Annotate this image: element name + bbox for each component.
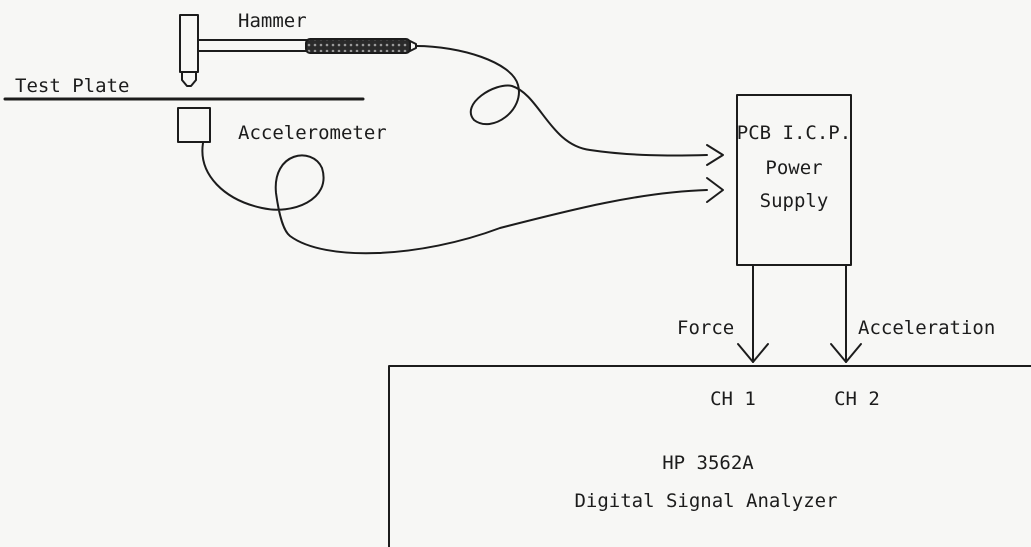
hammer-head <box>179 14 199 73</box>
test-plate-label: Test Plate <box>15 75 129 97</box>
hammer-tip <box>181 71 197 87</box>
analyzer-name-label: Digital Signal Analyzer <box>574 490 837 512</box>
accelerometer-label: Accelerometer <box>238 122 387 144</box>
power-supply-label-3: Supply <box>760 190 829 212</box>
hammer-grip <box>305 38 411 54</box>
accelerometer <box>177 107 211 143</box>
force-label: Force <box>677 317 734 339</box>
force-input-arrow <box>706 144 724 166</box>
power-supply-box <box>736 94 852 266</box>
accel-input-arrow <box>706 177 724 203</box>
force-arrow <box>737 343 769 363</box>
acceleration-label: Acceleration <box>858 317 995 339</box>
ch1-label: CH 1 <box>710 388 756 410</box>
power-supply-label-2: Power <box>765 157 822 179</box>
hammer-label: Hammer <box>238 10 307 32</box>
power-supply-label-1: PCB I.C.P. <box>737 122 851 144</box>
hammer-cable <box>415 45 708 157</box>
acceleration-arrow <box>830 343 862 363</box>
ch2-label: CH 2 <box>834 388 880 410</box>
analyzer-model-label: HP 3562A <box>662 452 754 474</box>
analyzer-box <box>388 365 1031 547</box>
hammer <box>179 14 417 87</box>
accelerometer-cable <box>201 142 708 255</box>
